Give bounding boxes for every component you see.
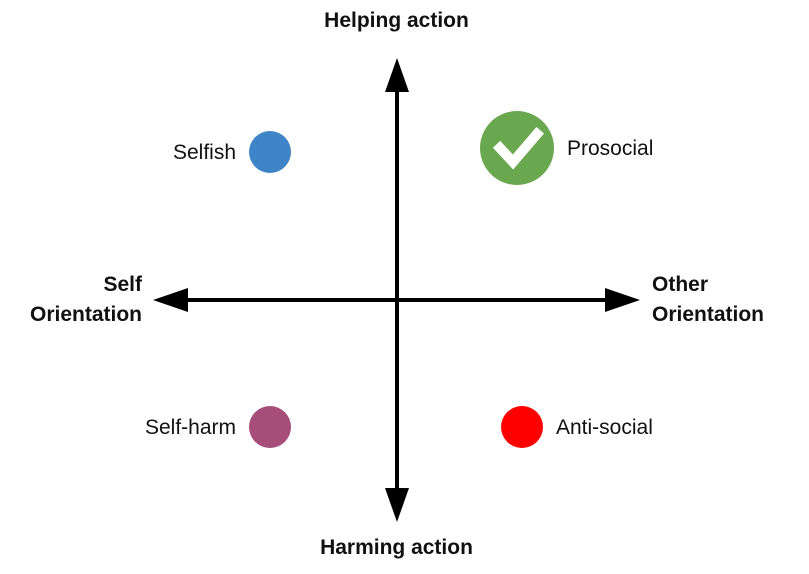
arrow-down-icon [385, 488, 409, 522]
axis-title-right-line1: Other [652, 273, 709, 296]
axis-title-top: Helping action [324, 9, 469, 32]
blue-dot-icon [249, 131, 291, 173]
quadrant-label-anti-social: Anti-social [556, 416, 653, 439]
axis-title-bottom: Harming action [320, 536, 473, 559]
axis-title-left-line2: Orientation [29, 303, 142, 326]
axis-title-left: Self Orientation [30, 270, 142, 330]
red-dot-icon [501, 406, 543, 448]
quadrant-label-prosocial: Prosocial [567, 137, 654, 160]
axis-title-right-line2: Orientation [652, 303, 765, 326]
axis-title-right: Other Orientation [652, 270, 764, 330]
quadrant-label-self-harm: Self-harm [144, 416, 236, 439]
axis-title-left-line1: Self [103, 273, 142, 296]
check-circle-icon [480, 111, 554, 185]
arrow-right-icon [605, 288, 640, 312]
purple-dot-icon [249, 406, 291, 448]
arrow-left-icon [153, 288, 188, 312]
arrow-up-icon [385, 58, 409, 92]
quadrant-label-selfish: Selfish [172, 141, 236, 164]
